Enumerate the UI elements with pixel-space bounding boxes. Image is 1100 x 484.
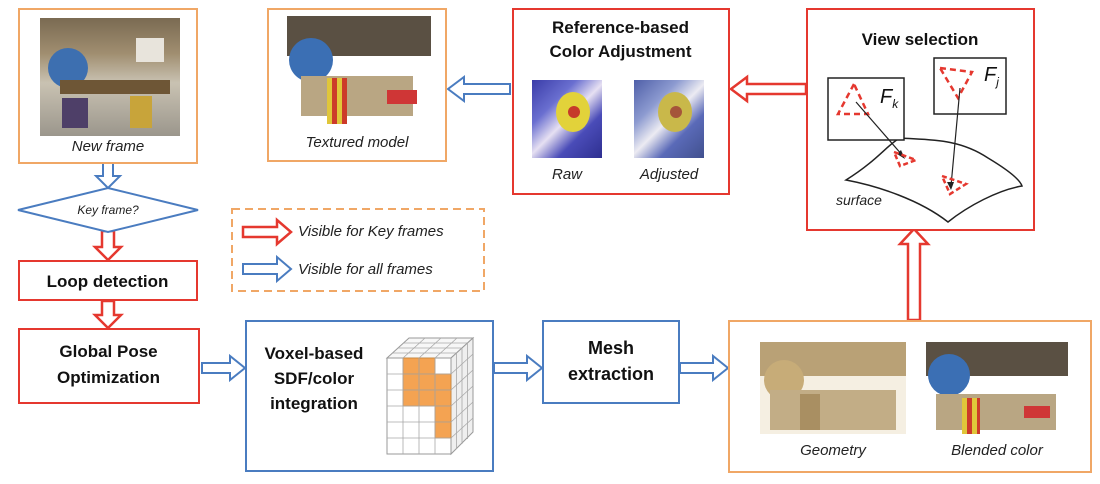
- voxel-line2: SDF/color: [273, 369, 355, 388]
- keyframe-decision-diamond: [17, 186, 199, 234]
- voxel-grid-lines: [387, 337, 474, 454]
- surface-patch-j: [939, 173, 969, 196]
- global-pose-line2: Optimization: [57, 368, 160, 387]
- adjusted-caption: Adjusted: [639, 166, 699, 183]
- arrow-coloradjust-to-textured: [446, 75, 511, 103]
- textured-model-caption: Textured model: [305, 134, 409, 151]
- surface-shape: [843, 137, 1023, 223]
- arrow-mesh-to-output: [679, 353, 730, 383]
- arrow-newframe-to-keyframe: [93, 162, 123, 190]
- global-pose-line1: Global Pose: [59, 342, 158, 361]
- arrow-keyframe-to-loop: [91, 229, 125, 262]
- legend-box: [231, 208, 485, 292]
- textured-model-photo: [287, 16, 431, 128]
- fk-label: Fk: [880, 86, 899, 111]
- output-box: Geometry Blended color: [728, 320, 1092, 473]
- voxel-line3: integration: [270, 394, 358, 413]
- arrow-loop-to-pose: [91, 299, 125, 330]
- geometry-caption: Geometry: [800, 442, 866, 459]
- voxel-line1: Voxel-based: [264, 344, 364, 363]
- legend-blue-label: Visible for all frames: [298, 261, 433, 278]
- global-pose-box: Global Pose Optimization: [18, 328, 200, 404]
- surface-label: surface: [836, 192, 882, 208]
- arrow-viewselection-to-coloradjust: [728, 74, 808, 104]
- view-selection-title: View selection: [861, 30, 979, 49]
- mesh-extraction-box: Mesh extraction: [542, 320, 680, 404]
- loop-detection-box: Loop detection: [18, 260, 198, 301]
- color-adjustment-title-line1: Reference-based: [551, 18, 689, 37]
- fj-label: Fj: [984, 64, 999, 89]
- adjusted-patch-image: [634, 80, 704, 158]
- new-frame-photo: [40, 18, 180, 136]
- fk-projection-line: [855, 101, 904, 157]
- blended-color-caption: Blended color: [951, 442, 1043, 459]
- legend-red-arrow: [241, 217, 293, 247]
- frame-fj-rect: [933, 57, 1007, 115]
- mesh-line1: Mesh: [587, 338, 634, 358]
- arrow-voxel-to-mesh: [493, 353, 544, 383]
- frame-fk-triangle: [835, 81, 870, 116]
- fj-projection-line: [950, 87, 961, 187]
- voxel-cube-illustration: [385, 336, 475, 456]
- new-frame-box: New frame: [18, 8, 198, 164]
- arrow-output-to-viewselection: [897, 227, 931, 322]
- fj-projection-arrowhead: [947, 182, 954, 190]
- new-frame-caption: New frame: [71, 138, 145, 155]
- geometry-photo: [760, 342, 906, 434]
- surface-patch-k: [891, 149, 920, 168]
- color-adjustment-box: Reference-based Color Adjustment Raw Adj…: [512, 8, 730, 195]
- color-adjustment-title-line2: Color Adjustment: [549, 42, 692, 61]
- voxel-integration-box: Voxel-based SDF/color integration: [245, 320, 494, 472]
- raw-caption: Raw: [551, 166, 582, 183]
- fk-projection-arrowhead: [897, 150, 905, 159]
- blended-color-photo: [926, 342, 1068, 434]
- loop-detection-label: Loop detection: [46, 272, 169, 291]
- legend-blue-arrow: [242, 254, 293, 284]
- arrow-pose-to-voxel: [201, 353, 247, 383]
- raw-patch-image: [532, 80, 602, 158]
- legend-red-label: Visible for Key frames: [298, 223, 444, 240]
- mesh-line2: extraction: [567, 364, 655, 384]
- frame-fk-rect: [827, 77, 905, 141]
- keyframe-decision-label: Key frame?: [77, 203, 139, 217]
- textured-model-box: Textured model: [267, 8, 447, 162]
- view-selection-box: View selection Fk Fj surface: [806, 8, 1035, 231]
- view-selection-illustration: [827, 57, 1023, 223]
